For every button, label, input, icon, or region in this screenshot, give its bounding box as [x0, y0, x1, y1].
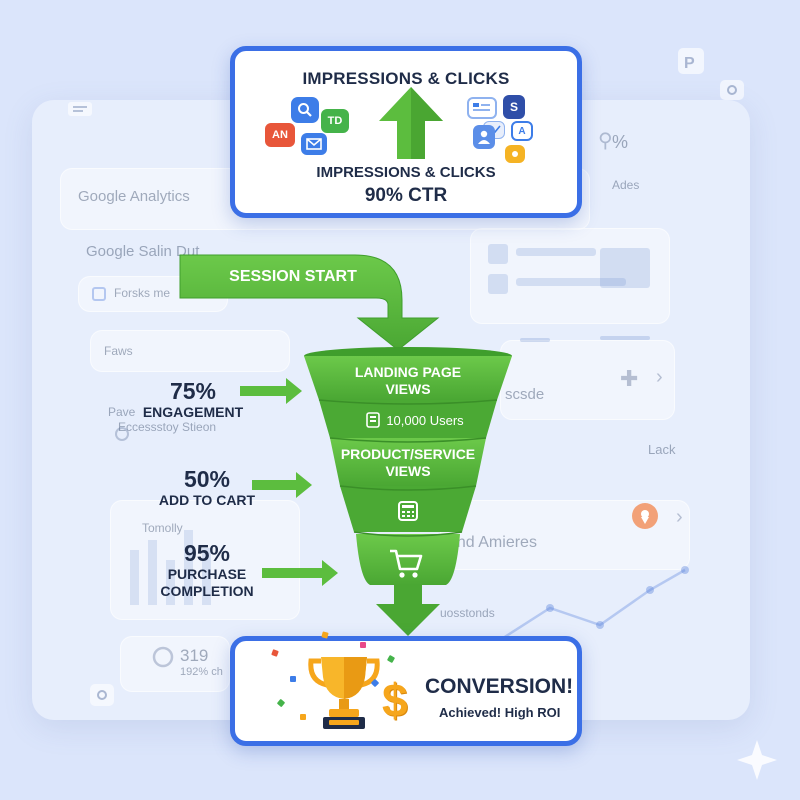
down-arrow: [376, 585, 440, 636]
shopping-cart-icon: [390, 549, 423, 578]
session-start-arrow: [180, 255, 438, 350]
engagement-arrow: [240, 378, 302, 404]
bg-row-text: Google Salin Dut: [86, 243, 200, 260]
impressions-subtitle: IMPRESSIONS & CLICKS: [316, 164, 496, 181]
bg-row-text: and Amieres: [448, 534, 537, 551]
calculator-icon: [398, 501, 418, 521]
trophy-icon: [308, 657, 380, 729]
conversion-subtitle: Achieved! High ROI: [439, 705, 561, 720]
confetti: [360, 642, 366, 648]
td-icon: TD: [321, 109, 349, 133]
bg-stat-card: [120, 636, 230, 692]
an-icon: AN: [265, 123, 295, 147]
bg-row-card: [90, 330, 290, 372]
purchase-percent: 95%: [183, 540, 231, 566]
product-views-line1: PRODUCT/SERVICE: [340, 446, 476, 462]
funnel-layer-cart: [356, 534, 460, 585]
confetti: [290, 676, 296, 682]
funnel-layer-product: [330, 438, 486, 486]
session-start-label: SESSION START: [229, 268, 357, 285]
engagement-percent: 75%: [169, 378, 217, 404]
users-row: 10,000 Users: [350, 412, 480, 428]
confetti: [300, 714, 306, 720]
bg-stat-value: 319: [180, 646, 209, 665]
stage-engagement: 75% ENGAGEMENT: [128, 378, 258, 421]
bg-row-text: Tomolly: [142, 521, 183, 535]
chevron-right-icon: ›: [676, 506, 683, 528]
users-count: 10,000 Users: [386, 412, 464, 428]
conversion-card: $ CONVERSION! Achieved! High ROI: [230, 636, 582, 746]
funnel-layer-calculator: [340, 486, 476, 532]
user-icon: [473, 125, 495, 149]
bg-row-text: Ades: [612, 178, 640, 192]
add-to-cart-percent: 50%: [183, 466, 231, 492]
bg-app-title: Google Analytics: [78, 188, 190, 205]
bg-row-text: scsde: [505, 386, 545, 403]
stage-add-to-cart: 50% ADD TO CART: [142, 466, 272, 509]
bg-checkbox: [92, 287, 106, 301]
bg-percent-text: %: [612, 132, 629, 152]
browser-icon: [467, 97, 497, 119]
funnel-layer-users: [319, 400, 497, 438]
bg-stat-sub: 192% ch: [180, 666, 223, 678]
impressions-card: IMPRESSIONS & CLICKS TD AN S A IMPRESSIO…: [230, 46, 582, 218]
mail-icon: [301, 133, 327, 155]
search-icon: [291, 97, 319, 123]
add-to-cart-label: ADD TO CART: [158, 492, 256, 508]
bg-table-card: [470, 228, 670, 324]
bg-row-text: Lack: [648, 442, 676, 457]
engagement-label: ENGAGEMENT: [142, 404, 244, 420]
svg-text:P: P: [684, 55, 695, 72]
add-to-cart-arrow: [252, 472, 312, 498]
bg-row-text: Pave: [108, 405, 136, 419]
landing-page-line2: VIEWS: [385, 381, 431, 397]
impressions-title: IMPRESSIONS & CLICKS: [302, 69, 510, 88]
arrow-up-icon: [379, 87, 443, 159]
bg-row-text: Forsks me: [114, 286, 171, 300]
bg-row-text: uosstonds: [440, 606, 495, 620]
badge-icon: [505, 145, 525, 163]
bg-row-text: Faws: [104, 344, 133, 358]
bg-card: [500, 340, 675, 420]
ctr-value: 90% CTR: [364, 185, 448, 206]
a-icon: A: [511, 121, 533, 141]
purchase-label-line2: COMPLETION: [160, 583, 254, 599]
conversion-title: CONVERSION!: [425, 675, 574, 698]
landing-page-line1: LANDING PAGE: [354, 364, 462, 380]
bg-row-text: Eccessstoy Stieon: [118, 420, 217, 434]
dollar-icon: $: [382, 674, 408, 726]
document-icon: [366, 412, 381, 428]
search-icon: ⚲: [598, 130, 613, 152]
stage-purchase: 95% PURCHASE COMPLETION: [142, 540, 272, 600]
funnel-layer-landing: [304, 356, 512, 400]
product-views-label: PRODUCT/SERVICE VIEWS: [328, 446, 488, 480]
purchase-arrow: [262, 560, 338, 586]
s-icon: S: [503, 95, 525, 119]
landing-page-label: LANDING PAGE VIEWS: [318, 364, 498, 398]
bg-chart-card: [110, 500, 300, 620]
plus-icon: ✚: [620, 366, 639, 391]
chevron-right-icon: ›: [656, 366, 663, 388]
product-views-line2: VIEWS: [385, 463, 431, 479]
purchase-label-line1: PURCHASE: [167, 566, 247, 582]
